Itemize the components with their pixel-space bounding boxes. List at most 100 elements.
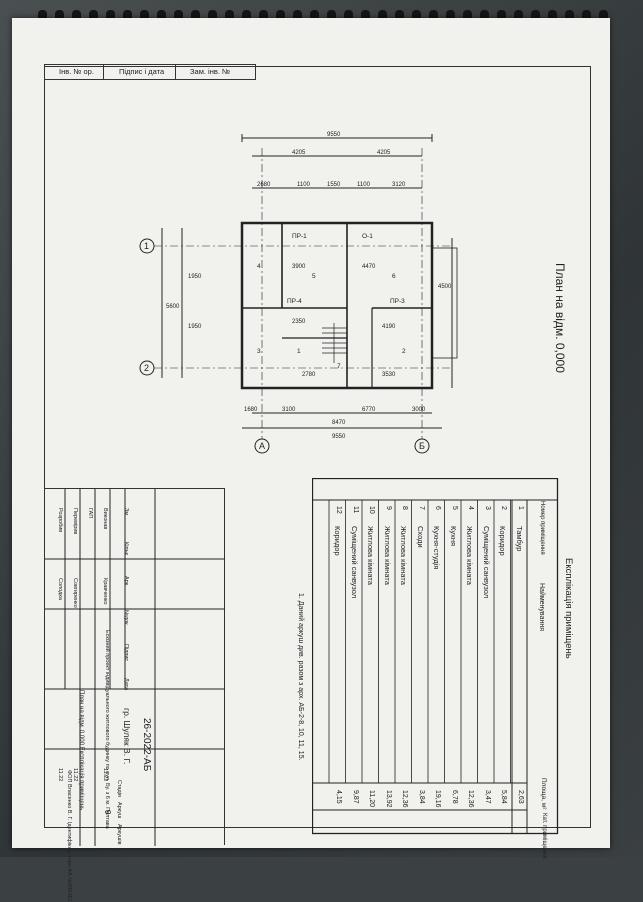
inner-dim-5: 2780 [302,372,316,378]
stamp-role: Перевірив [72,508,78,535]
axis-label-1: 1 [144,241,149,251]
explication-col-num: Номер при­мі­щення [539,501,545,555]
room-num-7: 7 [337,363,341,370]
dim-row2-3: 1550 [327,182,341,188]
room-num-2: 2 [402,348,406,355]
stamp-sheets-label: Аркушів [116,824,122,845]
stamp-col-header: Арк. [123,576,129,587]
drawing-frame [44,66,591,828]
stamp-company: ФОП Власенко В. Г. Ідентифікац. горн АА … [66,770,72,902]
table-row-name: Кухня-студія [432,526,441,570]
table-row-number: 7 [417,506,425,510]
table-row-area: 2,63 [516,790,524,804]
opening-label-2: ПР-1 [292,233,307,240]
axis-label-B: Б [419,441,425,451]
header-cell-replace: Зам. інв. № [190,67,231,76]
table-row-area: 13,92 [384,790,392,808]
dim-row2-4: 1100 [357,182,371,188]
table-row-number: 4 [467,506,474,510]
inner-dim-2: 4470 [362,264,376,270]
table-row-number: 8 [401,506,408,510]
stamp-col-header: №док. [123,610,129,627]
dim-left-1: 1950 [188,274,202,280]
table-row-number: 12 [335,506,342,514]
stamp-date: 11.22 [72,768,78,782]
dim-row2-2: 1100 [297,182,311,188]
stamp-col-header: Дата [123,678,129,691]
dim-row2-5: 3120 [392,182,406,188]
table-row-number: 6 [434,506,441,510]
stamp-sheet-label: Аркуш [116,802,122,819]
room-num-4: 4 [257,263,261,270]
dim-bottom-4: 3100 [282,407,296,413]
inner-dim-4: 4190 [382,324,396,330]
dim-bottom-2: 9550 [332,434,346,440]
opening-label-1: О-1 [362,233,373,240]
stamp-name: Солодка [57,578,63,600]
dim-bottom-3: 1680 [244,407,258,413]
stamp-code: 26-2022-АБ [141,718,152,772]
table-row-area: 3,47 [483,790,491,804]
opening-label-4: ПР-4 [287,298,302,305]
dim-left-2: 1950 [188,324,202,330]
room-num-1: 1 [297,348,301,355]
room-num-3: 3 [257,348,261,355]
table-row-name: Суміщений санвузол [481,526,491,599]
explication-col-name: Найменування [538,583,545,631]
dim-left-3: 5600 [166,304,180,310]
table-row-number: 2 [500,506,507,510]
table-row-number: 11 [351,506,359,514]
stamp-author: гр. Шуляк В. Г. [122,708,132,765]
axis-label-2: 2 [144,363,149,373]
explication-title: Експлікація приміщень [563,558,574,659]
table-row-name: Кухня [448,526,458,547]
dim-top-2: 4205 [377,150,391,156]
table-row-area: 3,84 [417,790,425,804]
table-row-name: Тамбур [514,526,524,552]
table-row-name: Коридор [498,526,507,556]
table-row-number: 5 [450,506,458,510]
table-row-name: Сходи [415,526,425,548]
opening-label-3: ПР-3 [390,298,405,305]
table-row-name: Житлова кімната [382,526,392,585]
table-row-number: 10 [368,506,375,514]
header-cell-inv: Інв. № ор. [59,67,94,76]
dim-bottom-6: 3000 [412,407,426,413]
room-num-5: 5 [312,273,316,280]
stamp-sheet-no: 9 [103,810,112,815]
room-num-6: 6 [392,273,396,280]
table-row-name: Житлова кімната [399,526,408,585]
table-row-name: Коридор [333,526,342,556]
stamp-role: ГАП [87,508,93,519]
table-row-area: 9,87 [351,790,359,804]
plan-title: План на відм. 0,000 [553,263,567,373]
drawing-sheet: Інв. № ор. Підпис і дата Зам. інв. № [12,18,610,902]
dim-row2-1: 2680 [257,182,271,188]
table-row-number: 1 [516,506,524,510]
inner-dim-1: 3900 [292,264,306,270]
explication-table [312,478,559,835]
stamp-name: Кравченко [102,578,108,605]
table-row-name: Житлова кімната [366,526,375,585]
title-block [45,488,225,846]
table-row-name: Житлова кімната [465,526,474,585]
explication-col-area: Площа, м² [540,778,547,810]
header-cell-signature: Підпис і дата [119,67,165,76]
dim-bottom-1: 8470 [332,420,346,426]
table-row-area: 5,84 [500,790,507,804]
table-row-area: 12,36 [401,790,408,808]
stamp-role: Розробив [57,508,63,533]
table-row-number: 9 [384,506,392,510]
stamp-date: 11.22 [102,768,108,782]
axis-label-A: А [259,441,265,451]
stamp-date: 11.22 [57,768,63,782]
table-row-area: 19,16 [434,790,441,808]
table-row-name: Суміщений санвузол [349,526,359,599]
stamp-col-header: Підпис [123,644,129,662]
stamp-sheet-title: План на відм. 0,000 Експлікація приміщен… [78,690,84,811]
stamp-col-header: Зм. [123,508,129,517]
table-row-area: 6,78 [450,790,458,804]
table-row-number: 3 [483,506,491,510]
inner-dim-6: 3530 [382,372,396,378]
stamp-col-header: Кільк. [123,542,129,557]
